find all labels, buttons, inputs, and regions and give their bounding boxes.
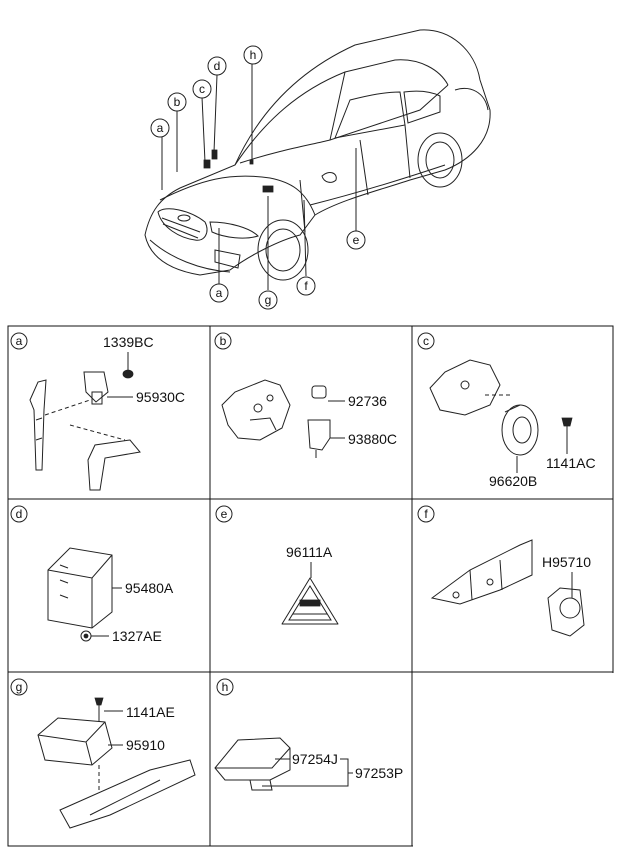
part-number: 95930C (136, 389, 185, 405)
part-number: 92736 (348, 393, 387, 409)
panel-letter: a (16, 334, 23, 348)
panel-letter: c (423, 334, 429, 348)
callout-letter: d (214, 59, 221, 73)
part-number: 1141AE (126, 704, 175, 720)
panel-f: f H95710 (417, 505, 591, 637)
panel-d: d 95480A 1327AE (10, 505, 174, 644)
callout-letter: c (199, 82, 205, 96)
callout-letter: b (174, 95, 181, 109)
part-number: 95910 (126, 737, 165, 753)
panel-e: e 96111A (215, 505, 339, 625)
overview-callout-leaders (161, 64, 357, 290)
part-number: 96620B (489, 473, 537, 489)
callout-bubble: h (243, 45, 263, 65)
part-number: 1327AE (112, 628, 162, 644)
panel-b: b 92736 93880C (214, 332, 397, 458)
callout-letter: h (250, 48, 257, 62)
callout-letter: g (265, 293, 272, 307)
panel-grid (7, 325, 614, 848)
callout-letter: a (157, 121, 164, 135)
callout-letter: e (353, 233, 360, 247)
callout-bubble: e (346, 230, 366, 250)
panel-g: g 1141AE 95910 (10, 678, 196, 829)
part-number: 97253P (355, 765, 403, 781)
panel-c: c 1141AC 96620B (417, 332, 596, 489)
part-number: 97254J (292, 751, 338, 767)
panel-letter: d (16, 507, 23, 521)
part-number: 93880C (348, 431, 397, 447)
panel-h: h 97254J 97253P (214, 678, 403, 791)
panel-letter: b (220, 334, 227, 348)
callout-letter: a (216, 286, 223, 300)
callout-bubble: b (167, 92, 187, 112)
callout-bubble: d (207, 56, 227, 76)
part-number: 1339BC (103, 334, 154, 350)
callout-bubble: c (192, 79, 212, 99)
part-number: H95710 (542, 554, 591, 570)
part-number: 1141AC (546, 455, 596, 471)
part-number: 95480A (125, 580, 174, 596)
panel-letter: g (16, 680, 23, 694)
part-number: 96111A (286, 544, 333, 560)
callout-bubble: f (296, 276, 316, 296)
panel-letter: e (221, 507, 228, 521)
callout-bubble: a (150, 118, 170, 138)
panel-letter: f (424, 507, 428, 521)
car-overview-illustration (144, 29, 491, 281)
callout-letter: f (304, 279, 308, 293)
panel-a: a 1339BC 95930C (10, 332, 185, 491)
callout-bubble: g (258, 290, 278, 310)
panel-letter: h (222, 680, 229, 694)
callout-bubble: a (209, 283, 229, 303)
